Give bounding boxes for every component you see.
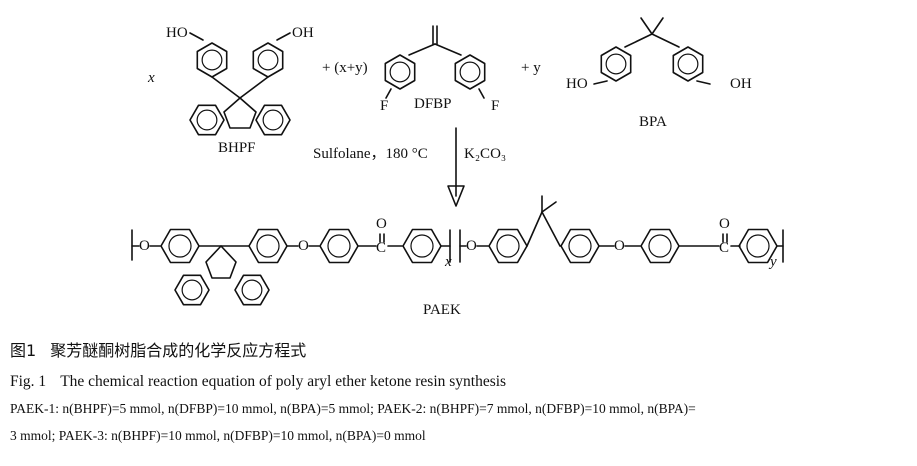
bpa-bond-right — [651, 33, 680, 48]
dfbp-f-right: F — [491, 98, 499, 114]
carbonyl-o-1: O — [376, 216, 387, 232]
aromatic-circle — [196, 109, 218, 131]
dfbp-bond-right — [434, 43, 462, 56]
paek-ring-4 — [402, 228, 442, 264]
aromatic-circle — [241, 279, 263, 301]
aromatic-circle — [459, 61, 481, 83]
figure-label-cn: 图1 — [10, 341, 37, 360]
aromatic-circle — [677, 53, 699, 75]
condition-base: K₂CO₃ — [464, 146, 506, 162]
ether-o-3: O — [466, 238, 477, 254]
repeat-subscript-y: y — [768, 254, 777, 270]
aromatic-circle — [746, 234, 770, 258]
paek-fluorene-benzo-right — [234, 274, 270, 306]
carbonyl-c-2: C — [719, 240, 729, 256]
dfbp-bond-left — [408, 43, 436, 56]
repeat-subscript-x: x — [444, 254, 452, 270]
bpa-bond-ho — [593, 80, 608, 85]
figure-label-en: Fig. 1 — [10, 373, 47, 390]
dfbp-bond-f-right — [478, 88, 485, 99]
composition-note-line-2: 3 mmol; PAEK-3: n(BHPF)=10 mmol, n(DFBP)… — [10, 428, 426, 443]
aromatic-circle — [568, 234, 592, 258]
paek-fluorene-benzo-left — [174, 274, 210, 306]
aromatic-circle — [496, 234, 520, 258]
plus-y-coefficient: + y — [521, 60, 541, 76]
bpa-methyl-1 — [640, 17, 653, 35]
bond-oh-right — [276, 32, 291, 41]
bond-to-spiro-left — [211, 76, 241, 99]
bpa-name-label: BPA — [639, 114, 667, 130]
bpa-oh-label: OH — [730, 76, 752, 92]
carbonyl-c-1: C — [376, 240, 386, 256]
dfbp-name-label: DFBP — [414, 96, 452, 112]
dfbp-ring-left — [384, 54, 416, 90]
paek-fluorene-five-ring — [205, 245, 237, 279]
aromatic-circle — [605, 53, 627, 75]
carbonyl-o-2: O — [719, 216, 730, 232]
fluorene-benzo-left — [189, 104, 225, 136]
bhpf-oh-label: OH — [292, 25, 314, 41]
aromatic-circle — [410, 234, 434, 258]
bhpf-ho-label: HO — [166, 25, 188, 41]
paek-ring-3 — [319, 228, 359, 264]
ether-o-2: O — [298, 238, 309, 254]
bond-cme2-ring6 — [541, 211, 561, 247]
bpa-ring-left — [600, 46, 632, 82]
paek-methyl-2 — [541, 201, 557, 213]
figure-title-en: The chemical reaction equation of poly a… — [60, 373, 507, 390]
bpa-ring-right — [672, 46, 704, 82]
fluorene-five-ring — [223, 97, 257, 129]
aromatic-circle — [389, 61, 411, 83]
figure-caption-chinese: 图1 聚芳醚酮树脂合成的化学反应方程式 — [10, 337, 306, 361]
ether-o-1: O — [139, 238, 150, 254]
bond-ho-left — [189, 32, 204, 41]
paek-ring-8 — [738, 228, 778, 264]
bpa-bond-left — [624, 33, 653, 48]
figure-caption-english: Fig. 1 The chemical reaction equation of … — [10, 373, 506, 391]
figure-title-cn: 聚芳醚酮树脂合成的化学反应方程式 — [50, 341, 307, 360]
bpa-ho-label: HO — [566, 76, 588, 92]
condition-solvent-temp: Sulfolane，180 °C — [313, 146, 428, 162]
paek-ring-5 — [488, 228, 528, 264]
paek-ring-6 — [560, 228, 600, 264]
bond-lines — [131, 17, 784, 306]
aromatic-circle — [256, 234, 280, 258]
ether-o-4: O — [614, 238, 625, 254]
bond-to-spiro-right — [239, 76, 269, 99]
bhpf-name-label: BHPF — [218, 140, 256, 156]
aromatic-circle — [168, 234, 192, 258]
aromatic-circle — [201, 49, 223, 71]
dfbp-bond-f-left — [385, 88, 392, 99]
bpa-bond-oh — [696, 80, 711, 85]
aromatic-circle — [327, 234, 351, 258]
composition-note-line-1: PAEK-1: n(BHPF)=5 mmol, n(DFBP)=10 mmol,… — [10, 401, 696, 416]
dfbp-ring-right — [454, 54, 486, 90]
plus-xy-coefficient: + (x+y) — [322, 60, 368, 76]
aromatic-circle — [648, 234, 672, 258]
dfbp-f-left: F — [380, 98, 388, 114]
paek-ring-1 — [160, 228, 200, 264]
bpa-methyl-2 — [651, 17, 664, 35]
fluorene-benzo-right — [255, 104, 291, 136]
bond-ring5-cme2 — [526, 211, 543, 247]
aromatic-circle — [262, 109, 284, 131]
aromatic-circle — [181, 279, 203, 301]
reaction-scheme: HO OH x BHPF + (x+y) F F DFBP + y HO OH … — [131, 17, 784, 318]
paek-ring-7 — [640, 228, 680, 264]
aromatic-circle — [257, 49, 279, 71]
paek-name-label: PAEK — [423, 302, 461, 318]
reaction-arrow-head — [447, 185, 465, 207]
coefficient-x: x — [147, 70, 155, 86]
